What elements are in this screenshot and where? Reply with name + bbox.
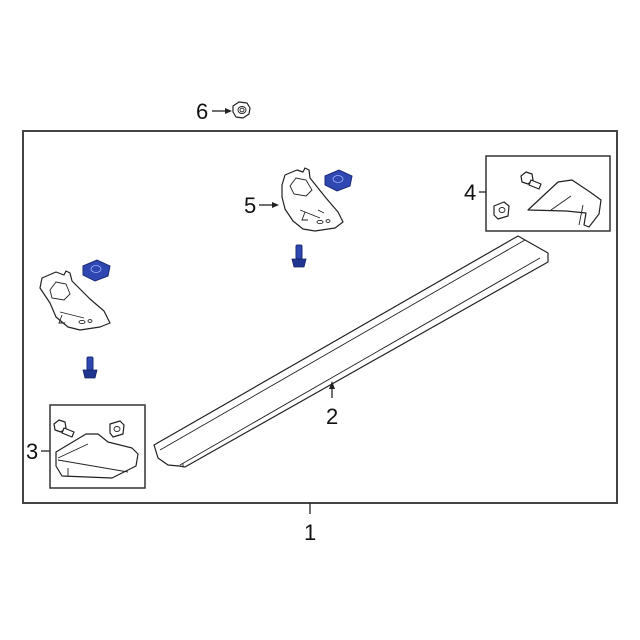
clip-nut-blue-left	[82, 259, 111, 282]
bolt-icon	[53, 419, 75, 438]
end-cap-rear	[527, 179, 602, 228]
callout-label-1: 1	[304, 520, 316, 545]
clip-nut-blue	[324, 169, 353, 192]
mounting-bracket-left	[39, 270, 111, 331]
end-cap-front	[55, 433, 139, 479]
running-board	[153, 235, 549, 468]
end-cap-kit-rear-box	[485, 155, 611, 232]
assembly-frame	[22, 130, 618, 504]
end-cap-kit-front-box	[49, 404, 146, 489]
callout-label-6: 6	[196, 99, 208, 124]
callout-label-3: 3	[26, 439, 38, 464]
nut-icon	[232, 101, 251, 119]
mounting-bracket	[281, 167, 344, 232]
clip-nut-icon	[109, 420, 125, 438]
callout-2[interactable]: 2	[153, 235, 549, 468]
callout-3[interactable]: 3	[26, 404, 146, 489]
bolt-blue-left	[82, 356, 98, 379]
clip-nut-icon	[493, 201, 510, 220]
callout-6[interactable]: 6	[196, 99, 251, 124]
callout-label-5: 5	[244, 193, 256, 218]
bolt-blue	[291, 244, 307, 268]
bolt-icon	[520, 171, 542, 190]
callout-1[interactable]: 1	[304, 503, 316, 545]
callout-label-2: 2	[326, 404, 338, 429]
callout-label-4: 4	[464, 180, 476, 205]
callout-4[interactable]: 4	[464, 155, 611, 232]
callout-5[interactable]: 5	[244, 167, 353, 268]
